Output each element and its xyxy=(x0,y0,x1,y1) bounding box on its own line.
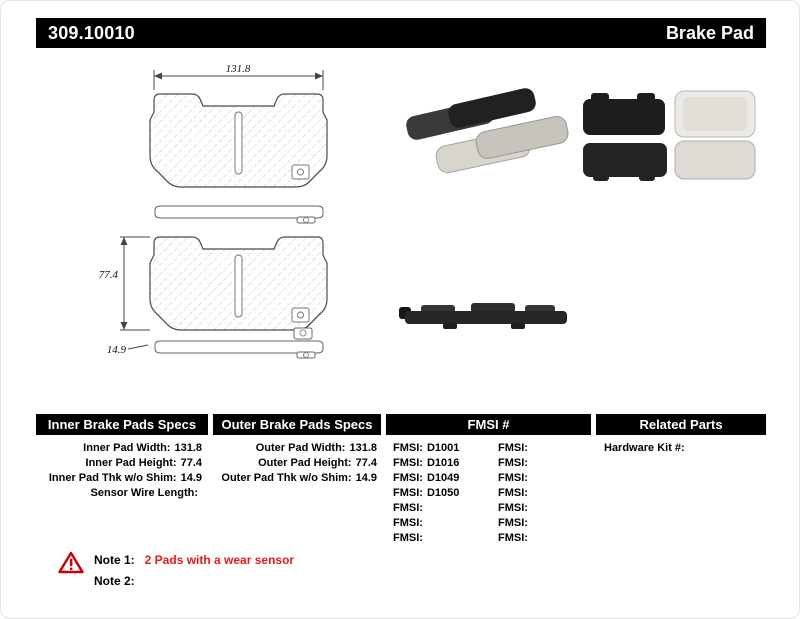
dimension-height: 77.4 xyxy=(99,236,150,331)
outer-specs-header: Outer Brake Pads Specs xyxy=(213,414,381,435)
fmsi-label: FMSI: xyxy=(393,502,423,514)
inner-specs-header: Inner Brake Pads Specs xyxy=(36,414,208,435)
technical-drawing-pad-top xyxy=(149,93,328,188)
notes-section: Note 1: 2 Pads with a wear sensor Note 2: xyxy=(36,549,766,599)
fmsi-label: FMSI: xyxy=(393,517,423,529)
fmsi-value: D1049 xyxy=(426,472,460,484)
fmsi-label: FMSI: xyxy=(393,487,423,499)
wear-sensor-detail xyxy=(293,327,313,340)
spec-value: 77.4 xyxy=(355,457,377,469)
spec-row: Outer Pad Thk w/o Shim:14.9 xyxy=(213,471,377,486)
fmsi-value: D1016 xyxy=(426,457,460,469)
spec-value: 131.8 xyxy=(174,442,202,454)
product-photo-pads-angled xyxy=(406,88,569,174)
dimension-height-label: 77.4 xyxy=(99,269,119,281)
header-bar: 309.10010 Brake Pad xyxy=(36,18,766,48)
fmsi-row: FMSI: xyxy=(498,471,593,486)
inner-specs-list: Inner Pad Width:131.8 Inner Pad Height:7… xyxy=(36,441,202,501)
fmsi-row: FMSI: xyxy=(393,516,493,531)
spec-label: Sensor Wire Length: xyxy=(90,487,198,499)
note-2-label: Note 2: xyxy=(94,574,135,588)
spec-label: Inner Pad Width: xyxy=(83,442,171,454)
dimension-thickness: 14.9 xyxy=(107,344,149,356)
product-category: Brake Pad xyxy=(665,22,754,43)
spec-value: 14.9 xyxy=(355,472,377,484)
spec-label: Outer Pad Height: xyxy=(258,457,352,469)
related-parts-list: Hardware Kit #: xyxy=(604,441,764,456)
spec-value: 14.9 xyxy=(180,472,202,484)
fmsi-label: FMSI: xyxy=(393,442,423,454)
fmsi-label: FMSI: xyxy=(498,532,528,544)
dimension-width: 131.8 xyxy=(153,63,324,90)
fmsi-row: FMSI: xyxy=(498,456,593,471)
technical-drawing-shim-bottom xyxy=(154,340,324,359)
spec-row: Outer Pad Height:77.4 xyxy=(213,456,377,471)
fmsi-label: FMSI: xyxy=(498,457,528,469)
fmsi-label: FMSI: xyxy=(393,532,423,544)
spec-row: Sensor Wire Length: xyxy=(36,486,202,501)
fmsi-header: FMSI # xyxy=(386,414,591,435)
fmsi-row: FMSI: xyxy=(393,501,493,516)
spec-row: Outer Pad Width:131.8 xyxy=(213,441,377,456)
drawings-area: 131.8 77.4 xyxy=(99,63,756,359)
note-1-label: Note 1: xyxy=(94,553,135,567)
spec-label: Inner Pad Height: xyxy=(85,457,177,469)
related-label: Hardware Kit #: xyxy=(604,442,685,454)
fmsi-list-right: FMSI: FMSI: FMSI: FMSI: FMSI: FMSI: FMSI… xyxy=(498,441,593,546)
technical-drawing-pad-bottom xyxy=(149,236,328,340)
specs-table: Inner Brake Pads Specs Outer Brake Pads … xyxy=(36,414,766,549)
fmsi-row: FMSI: xyxy=(393,531,493,546)
dimension-width-label: 131.8 xyxy=(226,63,251,75)
fmsi-row: FMSI: xyxy=(498,486,593,501)
spec-row: Inner Pad Thk w/o Shim:14.9 xyxy=(36,471,202,486)
related-parts-header: Related Parts xyxy=(596,414,766,435)
related-row: Hardware Kit #: xyxy=(604,441,764,456)
product-photo-pad-side xyxy=(399,303,567,329)
fmsi-row: FMSI:D1001 xyxy=(393,441,493,456)
spec-label: Inner Pad Thk w/o Shim: xyxy=(48,472,177,484)
fmsi-label: FMSI: xyxy=(393,472,423,484)
fmsi-label: FMSI: xyxy=(498,442,528,454)
fmsi-row: FMSI: xyxy=(498,516,593,531)
technical-drawing-shim-top xyxy=(154,205,324,224)
fmsi-row: FMSI: xyxy=(498,531,593,546)
spec-row: Inner Pad Width:131.8 xyxy=(36,441,202,456)
fmsi-row: FMSI: xyxy=(498,501,593,516)
spec-value: 77.4 xyxy=(180,457,202,469)
warning-triangle-icon xyxy=(58,551,84,574)
fmsi-row: FMSI: xyxy=(498,441,593,456)
note-1: Note 1: 2 Pads with a wear sensor xyxy=(94,553,294,567)
fmsi-label: FMSI: xyxy=(498,472,528,484)
dimension-thickness-label: 14.9 xyxy=(107,344,127,356)
spec-label: Outer Pad Width: xyxy=(255,442,346,454)
fmsi-value: D1050 xyxy=(426,487,460,499)
fmsi-label: FMSI: xyxy=(498,487,528,499)
note-1-text: 2 Pads with a wear sensor xyxy=(144,553,295,567)
product-photo-pads-grid xyxy=(583,90,756,181)
fmsi-list-left: FMSI:D1001 FMSI:D1016 FMSI:D1049 FMSI:D1… xyxy=(393,441,493,546)
outer-specs-list: Outer Pad Width:131.8 Outer Pad Height:7… xyxy=(213,441,377,486)
spec-row: Inner Pad Height:77.4 xyxy=(36,456,202,471)
note-2: Note 2: xyxy=(94,574,145,588)
fmsi-row: FMSI:D1016 xyxy=(393,456,493,471)
fmsi-label: FMSI: xyxy=(498,517,528,529)
fmsi-row: FMSI:D1049 xyxy=(393,471,493,486)
fmsi-label: FMSI: xyxy=(498,502,528,514)
part-number: 309.10010 xyxy=(48,22,135,43)
spec-value: 131.8 xyxy=(349,442,377,454)
fmsi-label: FMSI: xyxy=(393,457,423,469)
fmsi-value: D1001 xyxy=(426,442,460,454)
fmsi-row: FMSI:D1050 xyxy=(393,486,493,501)
spec-label: Outer Pad Thk w/o Shim: xyxy=(221,472,352,484)
